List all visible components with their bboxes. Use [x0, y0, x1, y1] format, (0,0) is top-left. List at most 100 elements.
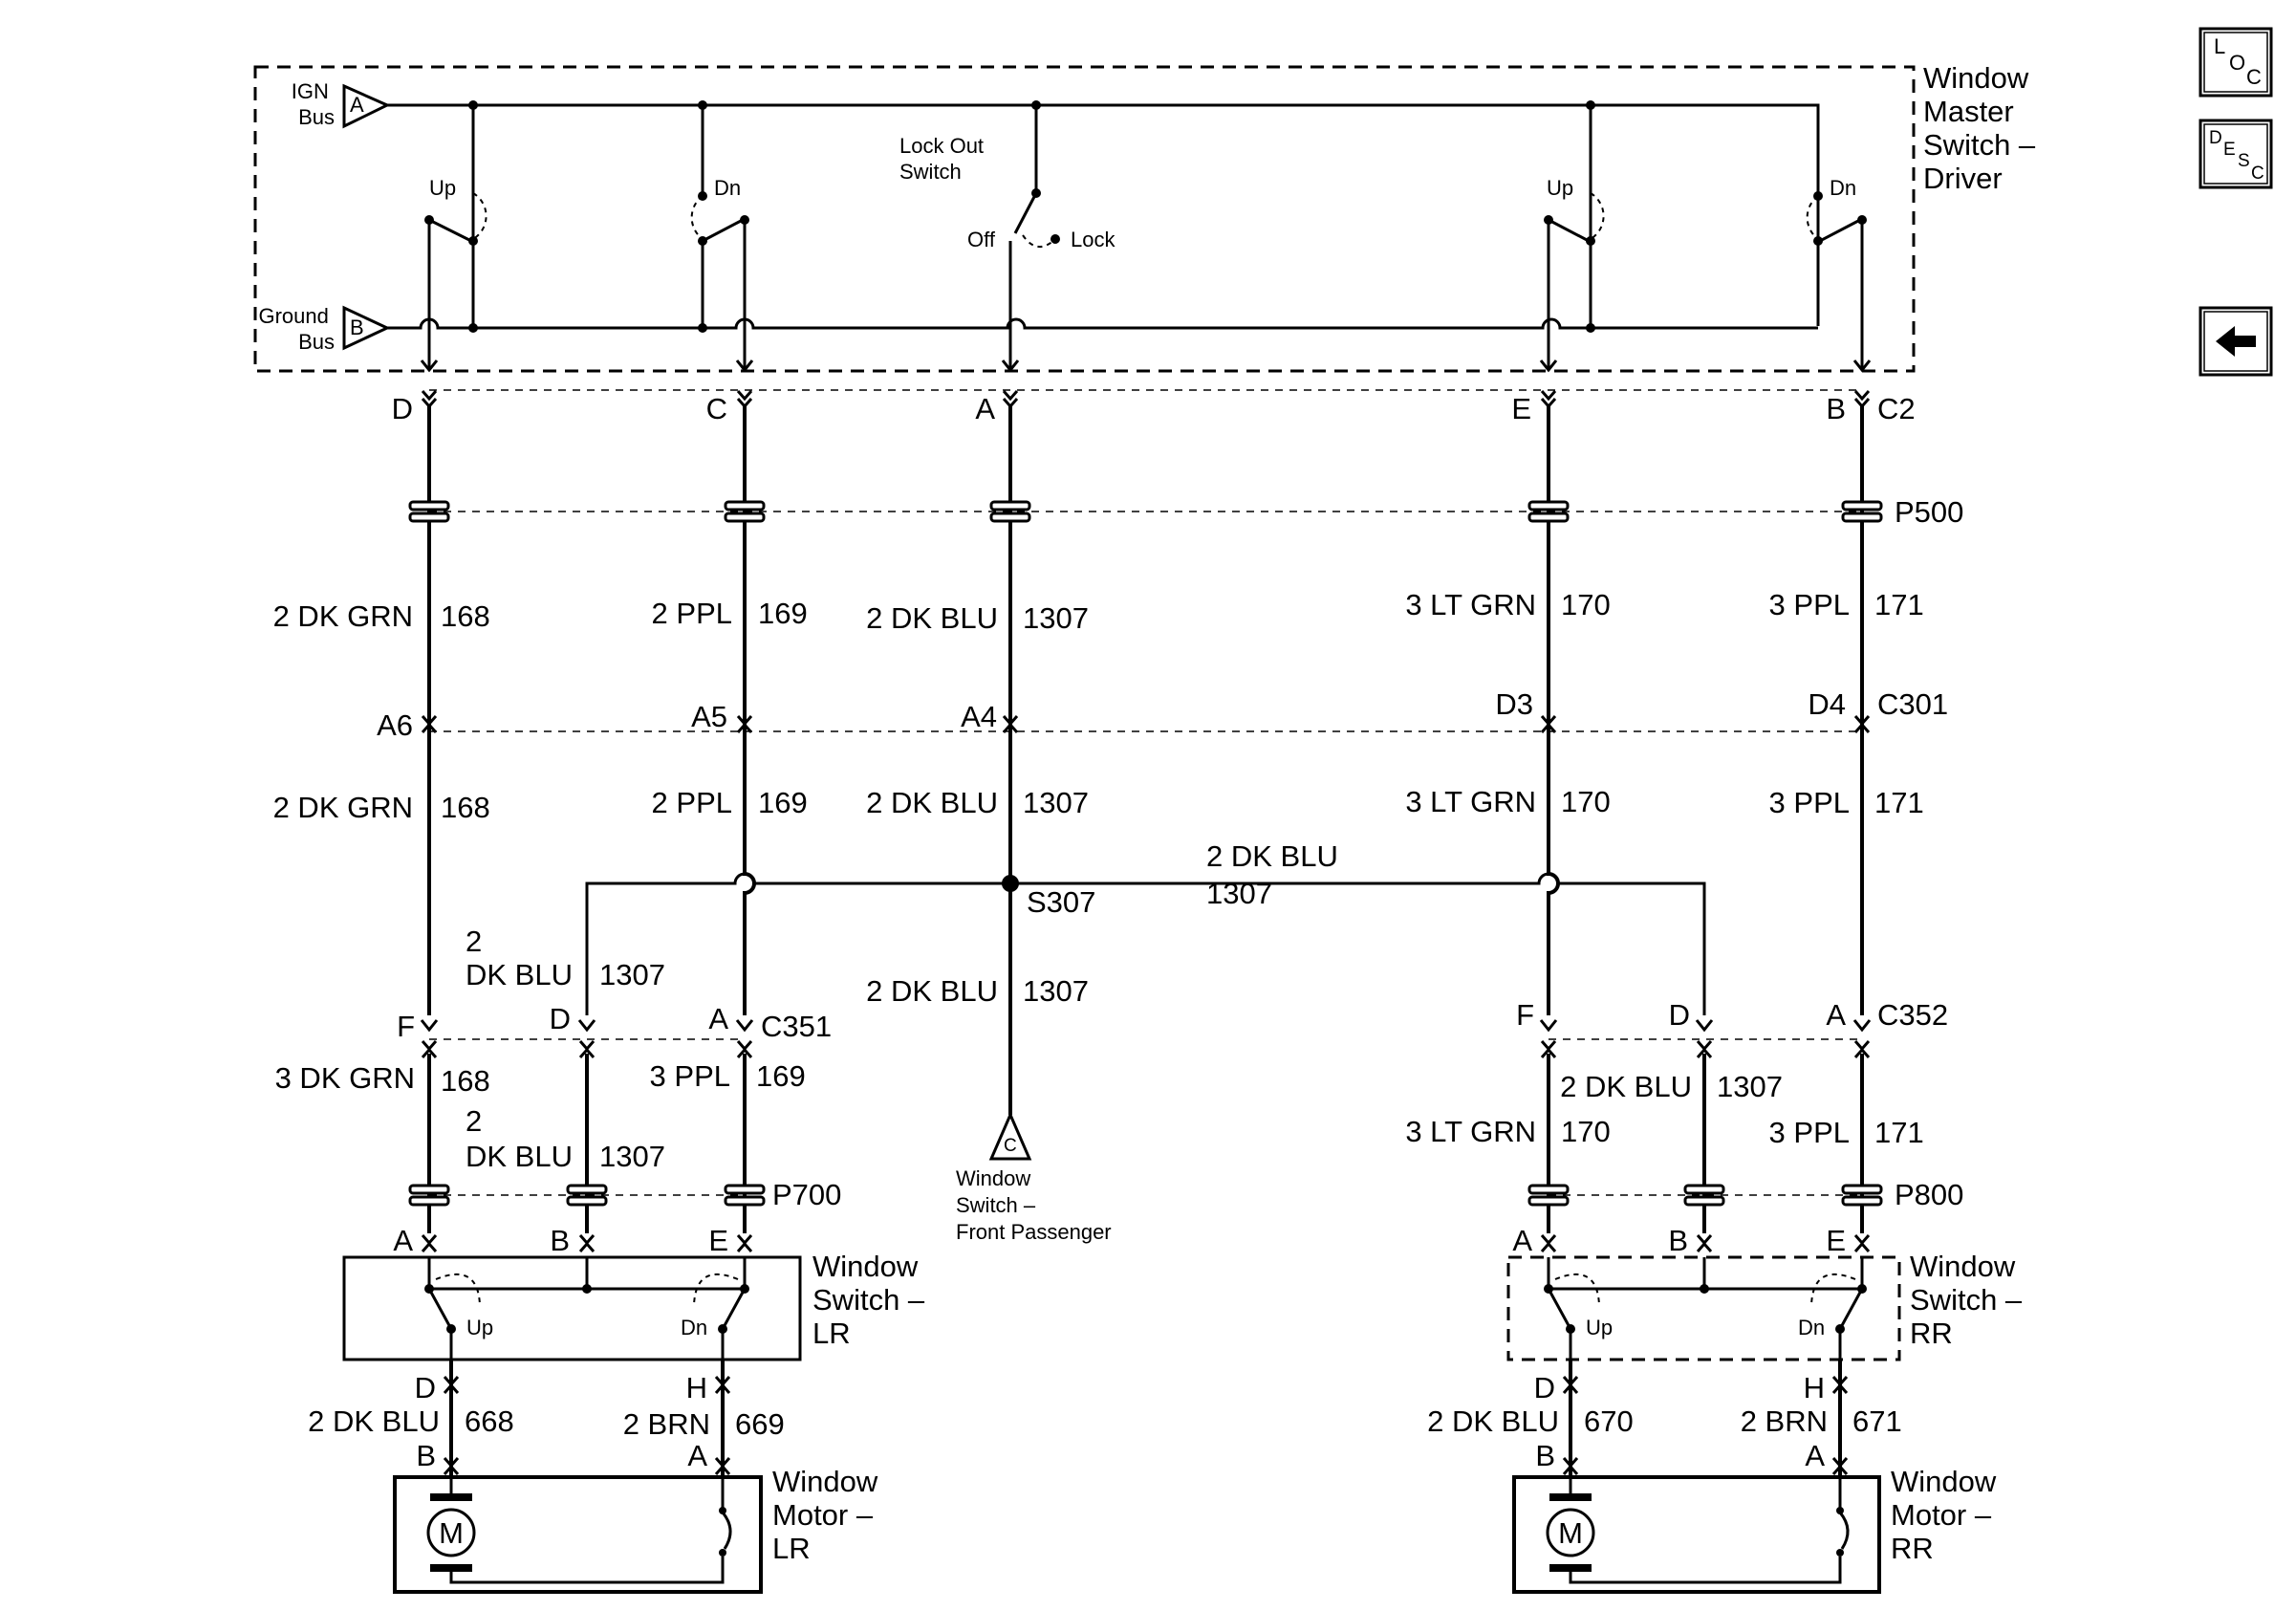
off-label: Off — [967, 228, 996, 251]
c351-pin-f: F — [397, 1010, 415, 1043]
harness-wires — [427, 406, 1864, 1115]
splice-wire-color: 2 DK BLU — [1206, 839, 1338, 873]
desc-letter-2: E — [2223, 140, 2236, 160]
p500-label: P500 — [1895, 495, 1963, 529]
splice-s307 — [1002, 875, 1019, 892]
svg-text:2 BRN: 2 BRN — [1741, 1404, 1828, 1438]
master-up-label-1: Up — [429, 176, 456, 200]
svg-text:Dn: Dn — [681, 1316, 707, 1339]
lr-lower-wire-labels: 3 DK GRN 168 2 DK BLU 1307 3 PPL 169 — [275, 1059, 806, 1173]
loc-letter-3: C — [2246, 65, 2262, 89]
svg-text:2 DK GRN: 2 DK GRN — [273, 791, 413, 824]
splice-wire-circuit: 1307 — [1206, 877, 1272, 910]
window-motor-rr: B A M Window Motor – RR — [1512, 1439, 2004, 1594]
svg-text:3 DK GRN: 3 DK GRN — [275, 1061, 415, 1095]
p800-label: P800 — [1895, 1178, 1963, 1211]
desc-letter-3: S — [2238, 151, 2250, 171]
svg-text:670: 670 — [1584, 1404, 1634, 1438]
master-title: Window Master Switch – Driver — [1923, 61, 2044, 195]
ign-bus-terminal — [342, 83, 391, 129]
svg-text:3 PPL: 3 PPL — [1769, 1116, 1850, 1149]
c352-pin-f: F — [1516, 998, 1534, 1032]
mid-wire-labels: 2 DK GRN 168 2 PPL 169 2 DK BLU 1307 3 L… — [273, 785, 1924, 824]
svg-text:2 DK BLU: 2 DK BLU — [308, 1404, 440, 1438]
svg-text:H: H — [1804, 1371, 1825, 1404]
svg-text:A: A — [1512, 1224, 1532, 1257]
desc-letter-4: C — [2251, 163, 2264, 184]
lr-motor-symbol: M — [439, 1516, 464, 1550]
c301-connector-label: C301 — [1877, 687, 1948, 721]
left-branch-wire-circuit: 1307 — [599, 958, 665, 991]
svg-text:2 DK BLU: 2 DK BLU — [1560, 1070, 1692, 1103]
lr-motor-title: Window Motor – LR — [772, 1465, 886, 1565]
svg-text:1307: 1307 — [1717, 1070, 1783, 1103]
c301-pin-a6: A6 — [377, 708, 413, 742]
desc-button[interactable]: D E S C — [2199, 119, 2273, 189]
c352-connector-label: C352 — [1877, 998, 1948, 1032]
svg-text:E: E — [708, 1224, 728, 1257]
svg-text:170: 170 — [1561, 785, 1611, 818]
svg-text:669: 669 — [735, 1407, 785, 1441]
svg-text:171: 171 — [1874, 786, 1924, 819]
c301-connectors — [421, 714, 1871, 734]
svg-text:2 DK BLU: 2 DK BLU — [866, 601, 998, 635]
rr-motor-wire-labels: 2 DK BLU 670 2 BRN 671 — [1427, 1404, 1902, 1438]
svg-text:B: B — [1668, 1224, 1688, 1257]
svg-text:2 DK BLU: 2 DK BLU — [866, 786, 998, 819]
window-master-switch-driver: Window Master Switch – Driver IGN Bus A … — [253, 61, 2044, 373]
svg-text:668: 668 — [465, 1404, 514, 1438]
rr-motor-title: Window Motor – RR — [1891, 1465, 2004, 1565]
master-dn-label-1: Dn — [714, 176, 741, 200]
left-branch-wire-color: 2 DK BLU — [466, 925, 573, 991]
c351-pin-a: A — [708, 1002, 728, 1035]
lr-motor-wire-labels: 2 DK BLU 668 2 BRN 669 — [308, 1404, 785, 1441]
window-motor-lr: B A M Window Motor – LR — [393, 1439, 886, 1594]
ground-bus-label: Ground Bus — [258, 304, 335, 354]
svg-text:2 DK GRN: 2 DK GRN — [273, 599, 413, 633]
svg-text:2 DK BLU: 2 DK BLU — [466, 1104, 573, 1173]
svg-text:3 PPL: 3 PPL — [1769, 588, 1850, 621]
svg-text:169: 169 — [758, 597, 808, 630]
c2-connector-label: C2 — [1877, 392, 1916, 425]
upper-wire-labels: 2 DK GRN 168 2 PPL 169 2 DK BLU 1307 3 L… — [273, 588, 1924, 635]
c301-pin-a5: A5 — [691, 700, 727, 733]
ground-bus-pin: B — [350, 316, 364, 339]
ign-bus-pin: A — [350, 93, 364, 117]
ground-bus-terminal — [342, 305, 391, 351]
svg-text:169: 169 — [758, 786, 808, 819]
c2-pin-d: D — [392, 392, 413, 425]
c351-c352-connectors — [420, 1019, 1872, 1059]
loc-letter-1: L — [2214, 34, 2225, 58]
loc-button[interactable]: L O C — [2199, 27, 2273, 98]
svg-text:3 LT GRN: 3 LT GRN — [1405, 785, 1536, 818]
svg-text:1307: 1307 — [1023, 601, 1089, 635]
svg-text:171: 171 — [1874, 588, 1924, 621]
c351-connector-label: C351 — [761, 1010, 832, 1043]
svg-text:D: D — [415, 1371, 436, 1404]
master-up-label-2: Up — [1547, 176, 1573, 200]
svg-text:170: 170 — [1561, 1115, 1611, 1148]
master-dn-switch-lr: Dn — [690, 100, 749, 368]
master-up-switch-lr: Up — [424, 100, 487, 368]
svg-text:Dn: Dn — [1798, 1316, 1825, 1339]
master-dn-label-2: Dn — [1830, 176, 1856, 200]
svg-text:2 PPL: 2 PPL — [652, 786, 732, 819]
svg-text:3 LT GRN: 3 LT GRN — [1405, 1115, 1536, 1148]
window-switch-front-passenger: C Window Switch – Front Passenger — [956, 1111, 1112, 1244]
svg-text:2 DK BLU: 2 DK BLU — [1427, 1404, 1559, 1438]
c352-pin-a: A — [1826, 998, 1846, 1032]
svg-text:B: B — [416, 1439, 436, 1472]
back-button[interactable] — [2199, 306, 2273, 377]
svg-text:Up: Up — [1586, 1316, 1613, 1339]
rr-motor-symbol: M — [1558, 1516, 1583, 1550]
c2-connectors — [421, 389, 1871, 408]
loc-letter-2: O — [2229, 51, 2245, 75]
svg-text:A: A — [1805, 1439, 1825, 1472]
c2-pin-e: E — [1511, 392, 1531, 425]
svg-text:A: A — [687, 1439, 707, 1472]
svg-text:671: 671 — [1852, 1404, 1902, 1438]
c2-pin-a: A — [975, 392, 995, 425]
svg-text:B: B — [550, 1224, 570, 1257]
center-wire-circuit: 1307 — [1023, 974, 1089, 1008]
svg-text:171: 171 — [1874, 1116, 1924, 1149]
